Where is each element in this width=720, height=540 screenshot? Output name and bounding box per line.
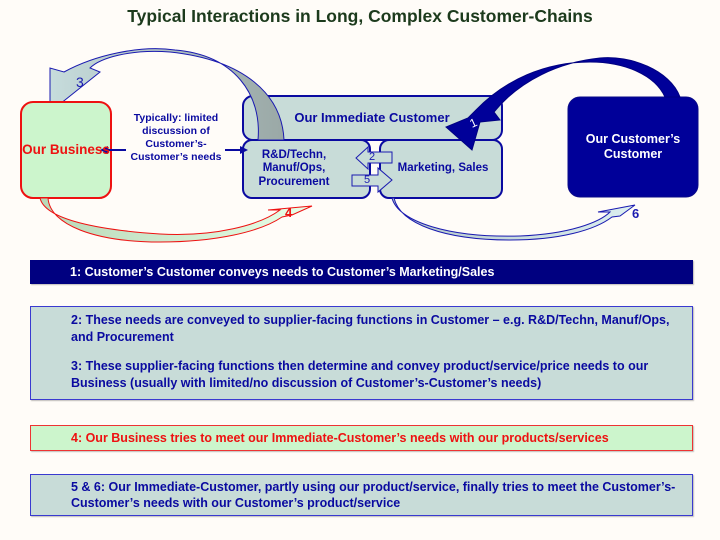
- rnd-procurement-box: [242, 139, 371, 199]
- step-5-6-text: 5 & 6: Our Immediate-Customer, partly us…: [71, 479, 676, 511]
- flow-number-4: 4: [285, 205, 293, 220]
- customers-customer-label: Our Customer’s Customer: [585, 132, 681, 161]
- marketing-sales-box: [379, 139, 503, 199]
- rnd-procurement-label: R&D/Techn, Manuf/Ops, Procurement: [258, 148, 330, 188]
- marketing-sales-label: Marketing, Sales: [397, 162, 489, 175]
- flow-number-3: 3: [76, 74, 84, 90]
- step-4-panel: 4: Our Business tries to meet our Immedi…: [30, 425, 693, 451]
- flow-number-6: 6: [632, 206, 640, 221]
- step-2-text: 2: These needs are conveyed to supplier-…: [71, 313, 670, 344]
- step-1-panel: 1: Customer’s Customer conveys needs to …: [30, 260, 693, 284]
- step-1-text: 1: Customer’s Customer conveys needs to …: [70, 264, 495, 279]
- immediate-customer-box: [242, 95, 503, 141]
- diagram-title: Typical Interactions in Long, Complex Cu…: [127, 6, 593, 26]
- note-arrowhead-right: [240, 146, 248, 154]
- arrow-6: [391, 197, 636, 241]
- arrow-5: [351, 166, 393, 194]
- arrow-3: [49, 48, 285, 141]
- limited-discussion-note: Typically: limited discussion of Custome…: [130, 112, 222, 164]
- flow-number-2: 2: [369, 151, 376, 163]
- customers-customer-box: [567, 96, 699, 198]
- arrow-1: [445, 57, 681, 151]
- arrow-2: [355, 145, 393, 171]
- note-arrowhead-left: [100, 146, 108, 154]
- our-business-label: Our Business: [22, 142, 110, 158]
- steps-2-3-panel: 2: These needs are conveyed to supplier-…: [30, 306, 693, 400]
- immediate-customer-label: Our Immediate Customer: [294, 110, 450, 126]
- flow-number-5: 5: [364, 174, 371, 186]
- step-3-text: 3: These supplier-facing functions then …: [71, 359, 649, 390]
- arrow-4: [39, 197, 313, 243]
- step-4-text: 4: Our Business tries to meet our Immedi…: [71, 430, 609, 445]
- steps-5-6-panel: 5 & 6: Our Immediate-Customer, partly us…: [30, 474, 693, 516]
